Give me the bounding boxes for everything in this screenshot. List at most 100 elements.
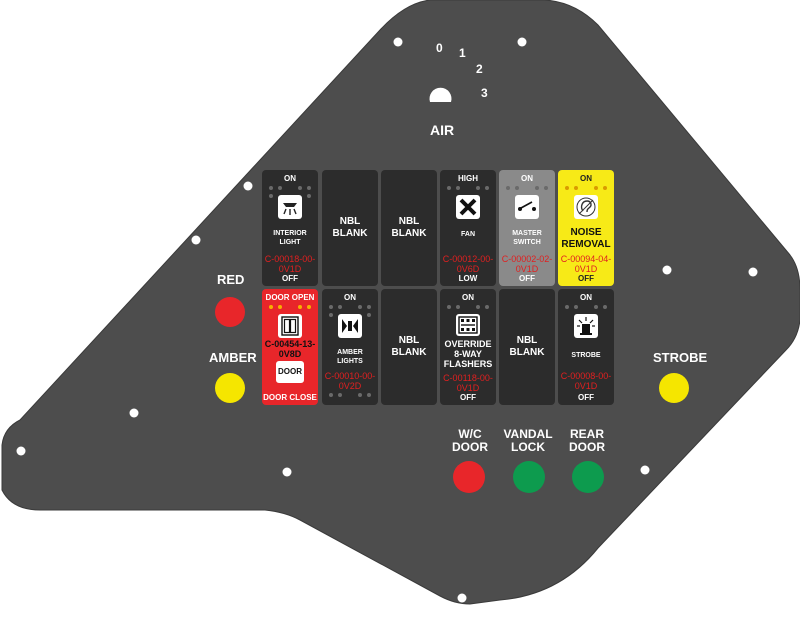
code-line: 0V1D bbox=[278, 264, 302, 274]
part-code: C-00002-02- 0V1D bbox=[495, 254, 559, 274]
code-line: 0V6D bbox=[456, 264, 480, 274]
name-line: NOISE bbox=[570, 227, 602, 238]
part-code: C-00094-04- 0V1D bbox=[554, 254, 618, 274]
name-line: AMBER bbox=[337, 349, 363, 356]
interior-light-switch[interactable]: ON INTERIOR LIGHT C-00018-00- 0V1D OFF bbox=[262, 170, 318, 286]
wc-door-button[interactable] bbox=[453, 461, 485, 493]
blank-line: NBL bbox=[398, 335, 420, 346]
blank-label: NBL BLANK bbox=[499, 335, 555, 359]
air-pos-2: 2 bbox=[476, 62, 483, 76]
amber-lights-switch[interactable]: ON AMBER LIGHTS C-00010-00- 0V2D bbox=[322, 289, 378, 405]
fan-high-label: HIGH bbox=[458, 174, 478, 183]
mounting-hole bbox=[282, 467, 292, 477]
fan-name: FAN bbox=[461, 231, 475, 238]
rear-door-label: REAR DOOR bbox=[557, 428, 617, 454]
strobe-on-label: ON bbox=[580, 293, 592, 302]
code-line: 0V1D bbox=[456, 383, 480, 393]
blank-line: NBL bbox=[339, 216, 361, 227]
wc-door-label-line2: DOOR bbox=[452, 440, 488, 454]
fan-low-label: LOW bbox=[458, 274, 478, 283]
indicator-dots bbox=[329, 393, 371, 398]
code-line: C-00010-00- bbox=[324, 371, 376, 381]
door-open-label: DOOR OPEN bbox=[265, 293, 315, 302]
ear-icon bbox=[574, 195, 598, 219]
indicator-dots bbox=[269, 305, 311, 310]
indicator-dots bbox=[447, 186, 489, 191]
master-switch[interactable]: ON MASTER SWITCH C-00002-02- 0V1D OFF bbox=[499, 170, 555, 286]
fan-switch[interactable]: HIGH FAN C-00012-00- 0V6D LOW bbox=[440, 170, 496, 286]
name-line: FLASHERS bbox=[443, 359, 493, 369]
part-code: C-00008-00- 0V1D bbox=[554, 371, 618, 391]
override-flashers-switch[interactable]: ON OVERRIDE 8-WAY FLASHERS C-00118-00- 0… bbox=[440, 289, 496, 405]
mounting-hole bbox=[662, 265, 672, 275]
mounting-hole bbox=[457, 593, 467, 603]
blank-switch: NBL BLANK bbox=[381, 170, 437, 286]
code-line: 0V1D bbox=[515, 264, 539, 274]
door-part-code: C-00454-13- 0V8D bbox=[258, 339, 322, 359]
indicator-dots bbox=[447, 305, 489, 310]
blank-line: NBL bbox=[516, 335, 538, 346]
code-line: C-00002-02- bbox=[501, 254, 553, 264]
part-code: C-00018-00- 0V1D bbox=[258, 254, 322, 274]
code-line: C-00008-00- bbox=[560, 371, 612, 381]
mounting-hole bbox=[760, 395, 770, 405]
amber-label: AMBER bbox=[209, 350, 257, 365]
strobe-switch[interactable]: ON STROBE C-00008-00- 0V1D OFF bbox=[558, 289, 614, 405]
blank-switch: NBL BLANK bbox=[381, 289, 437, 405]
door-icon bbox=[278, 314, 302, 338]
noise-off-label: OFF bbox=[578, 274, 594, 283]
vandal-lock-label-line1: VANDAL bbox=[503, 427, 553, 441]
red-button[interactable] bbox=[215, 297, 245, 327]
door-switch[interactable]: DOOR OPEN C-00454-13- 0V8D DOOR DOOR CLO… bbox=[262, 289, 318, 405]
override-name: OVERRIDE 8-WAY FLASHERS bbox=[440, 339, 496, 369]
vandal-lock-label: VANDAL LOCK bbox=[498, 428, 558, 454]
part-code: C-00012-00- 0V6D bbox=[436, 254, 500, 274]
wc-door-label-line1: W/C bbox=[458, 427, 482, 441]
interior-light-on-label: ON bbox=[284, 174, 296, 183]
indicator-dots bbox=[565, 186, 607, 191]
amber-button[interactable] bbox=[215, 373, 245, 403]
code-line: C-00118-00- bbox=[443, 373, 493, 383]
indicator-dots bbox=[329, 313, 371, 318]
mounting-hole bbox=[517, 37, 527, 47]
indicator-dots bbox=[269, 194, 311, 199]
name-line: MASTER bbox=[512, 230, 542, 237]
toggle-icon bbox=[515, 195, 539, 219]
vandal-lock-label-line2: LOCK bbox=[511, 440, 545, 454]
door-word-tile: DOOR bbox=[276, 361, 304, 383]
blank-label: NBL BLANK bbox=[381, 335, 437, 359]
blank-line: BLANK bbox=[332, 228, 368, 239]
name-line: LIGHTS bbox=[337, 358, 363, 365]
master-name: MASTER SWITCH bbox=[499, 229, 555, 247]
noise-removal-switch[interactable]: ON NOISE REMOVAL C-00094-04- 0V1D OFF bbox=[558, 170, 614, 286]
part-code: C-00010-00- 0V2D bbox=[318, 371, 382, 391]
name-line: 8-WAY bbox=[454, 349, 482, 359]
dome-light-icon bbox=[278, 195, 302, 219]
blank-switch: NBL BLANK bbox=[322, 170, 378, 286]
strobe-button[interactable] bbox=[659, 373, 689, 403]
door-close-label: DOOR CLOSE bbox=[263, 393, 317, 402]
air-pos-0: 0 bbox=[436, 41, 443, 55]
air-knob[interactable] bbox=[429, 87, 452, 102]
mounting-hole bbox=[16, 446, 26, 456]
blank-line: BLANK bbox=[391, 347, 427, 358]
strobe-label: STROBE bbox=[653, 350, 708, 365]
vandal-lock-button[interactable] bbox=[513, 461, 545, 493]
mounting-hole bbox=[393, 37, 403, 47]
mounting-hole bbox=[567, 585, 577, 595]
mounting-hole bbox=[748, 267, 758, 277]
mounting-hole bbox=[191, 235, 201, 245]
strobe-icon bbox=[574, 314, 598, 338]
amber-on-label: ON bbox=[344, 293, 356, 302]
noise-on-label: ON bbox=[580, 174, 592, 183]
rear-door-button[interactable] bbox=[572, 461, 604, 493]
strobe-off-label: OFF bbox=[578, 393, 594, 402]
code-line: 0V2D bbox=[338, 381, 362, 391]
override-on-label: ON bbox=[462, 293, 474, 302]
master-on-label: ON bbox=[521, 174, 533, 183]
fan-x-icon bbox=[456, 195, 480, 219]
indicator-dots bbox=[506, 186, 548, 191]
air-pos-3: 3 bbox=[481, 86, 488, 100]
amber-lights-name: AMBER LIGHTS bbox=[322, 348, 378, 366]
code-line: C-00454-13- bbox=[264, 339, 316, 349]
